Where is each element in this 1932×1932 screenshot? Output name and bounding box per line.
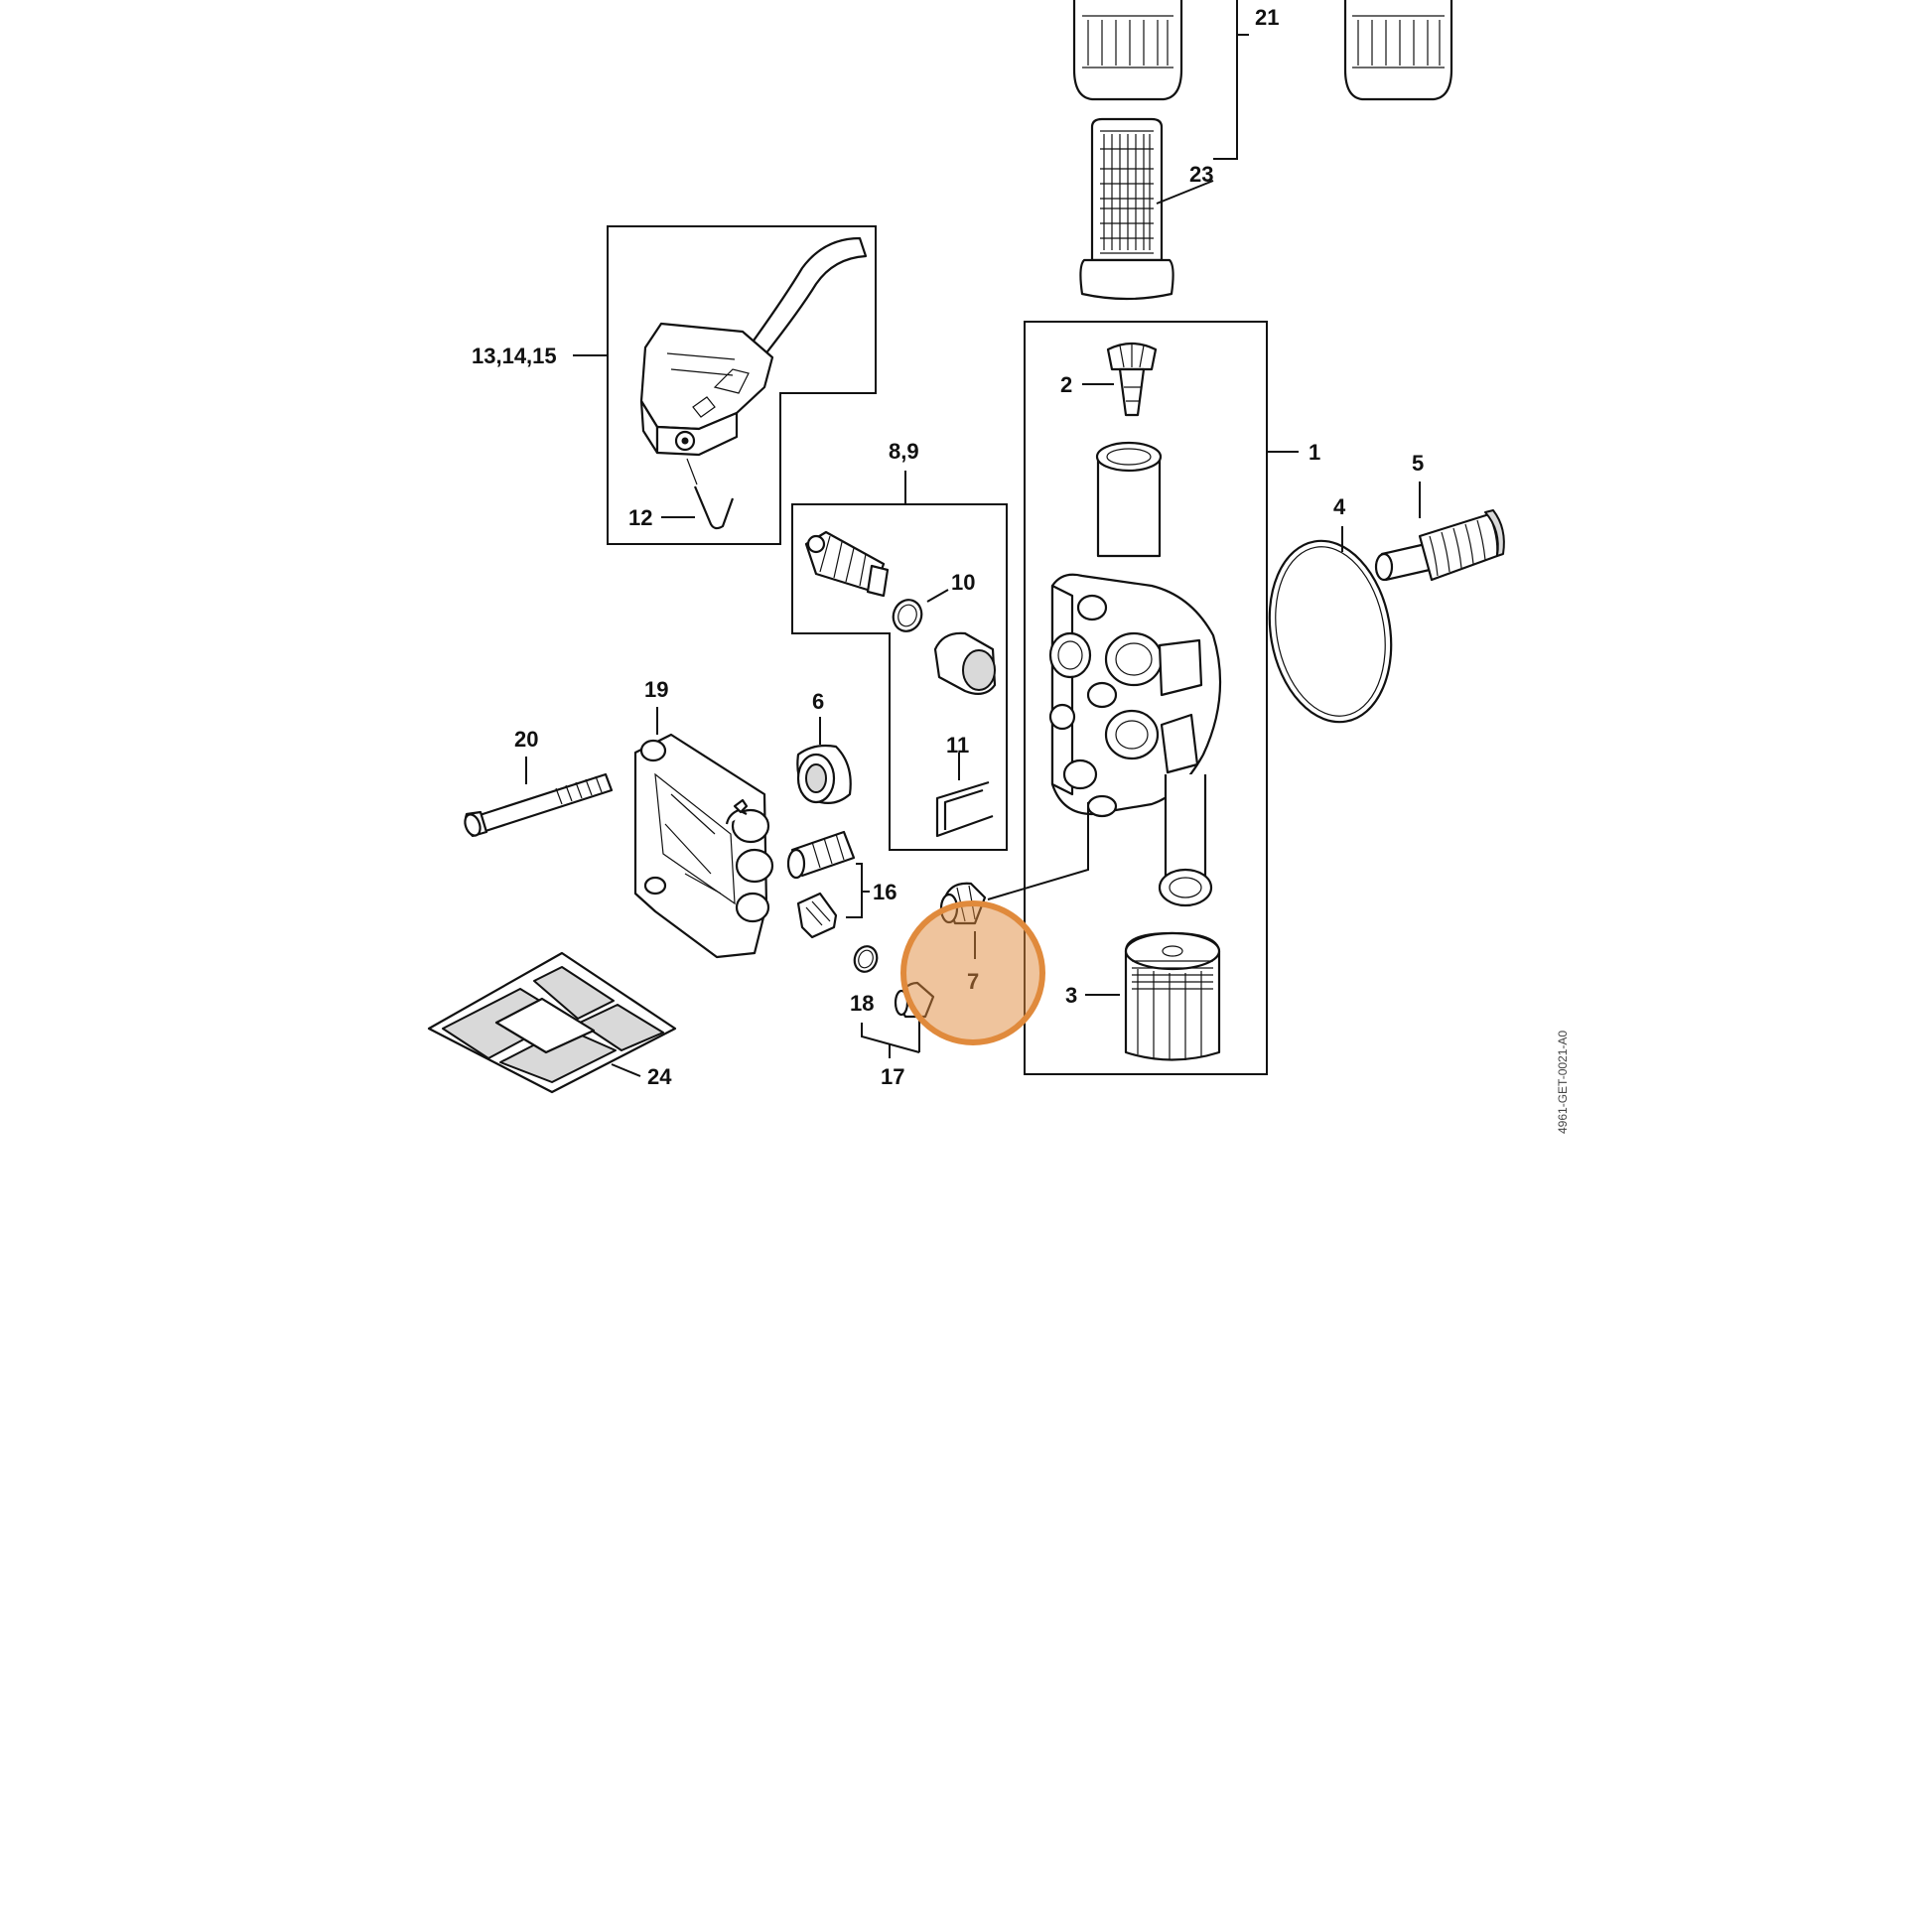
callout-17: 17 (881, 1064, 904, 1089)
callout-23: 23 (1189, 162, 1213, 187)
callout-4: 4 (1333, 494, 1346, 519)
callout-19: 19 (644, 677, 668, 702)
part-6-seal (796, 744, 852, 805)
leader-21-23-bracket (1213, 35, 1238, 160)
highlight-circle (900, 900, 1045, 1045)
callout-21: 21 (1255, 5, 1279, 30)
leader-17-bracket (861, 1021, 920, 1053)
callout-11: 11 (946, 733, 969, 758)
part-23-filter-screen (1079, 117, 1174, 301)
part-1-pump-head (1048, 441, 1222, 907)
callout-5: 5 (1412, 451, 1424, 476)
drawing-code: 4961-GET-0021-A0 (1556, 1031, 1570, 1134)
part-10-o-ring (892, 599, 923, 632)
callout-12: 12 (628, 505, 652, 530)
box-1 (1024, 321, 1268, 1075)
part-4-o-ring (1268, 539, 1393, 724)
part-21-cap-right (1343, 0, 1453, 101)
leader-23 (1156, 180, 1214, 205)
part-16-valve-upper (786, 830, 856, 880)
callout-10: 10 (951, 570, 975, 595)
leader-7-to-1 (987, 802, 1089, 900)
part-5-spring-valve (1374, 509, 1505, 582)
callout-2: 2 (1060, 372, 1072, 397)
box-13-14-15 (607, 225, 877, 545)
leader-21 (1236, 0, 1249, 36)
callout-16: 16 (873, 880, 897, 904)
part-8-valve-cartridge (804, 530, 890, 598)
callout-24: 24 (647, 1064, 672, 1089)
part-13-sensor-with-cable (639, 236, 868, 457)
part-18-o-ring (853, 945, 879, 973)
part-12-clip (686, 458, 735, 530)
leader-10 (926, 589, 949, 603)
callout-18: 18 (850, 991, 874, 1016)
part-9-valve-cap (933, 631, 997, 696)
leader-16-bracket (846, 863, 863, 918)
part-19-cylinder-head (633, 733, 774, 959)
callout-1: 1 (1309, 440, 1320, 465)
callout-13-14-15: 13,14,15 (472, 344, 557, 368)
part-11-clip (935, 780, 994, 838)
part-21-cap-left (1072, 0, 1183, 101)
part-20-bolt (464, 772, 614, 838)
callout-8-9: 8,9 (889, 439, 919, 464)
leader-24 (611, 1063, 641, 1077)
part-2-valve-insert (1106, 342, 1158, 417)
box-8-9 (791, 503, 1008, 851)
callout-20: 20 (514, 727, 538, 752)
callout-6: 6 (812, 689, 824, 714)
callout-3: 3 (1065, 983, 1077, 1008)
part-3-filter-sieve (1124, 931, 1221, 1061)
part-16-valve-lower (796, 892, 838, 939)
part-24-gasket-set (427, 951, 677, 1094)
